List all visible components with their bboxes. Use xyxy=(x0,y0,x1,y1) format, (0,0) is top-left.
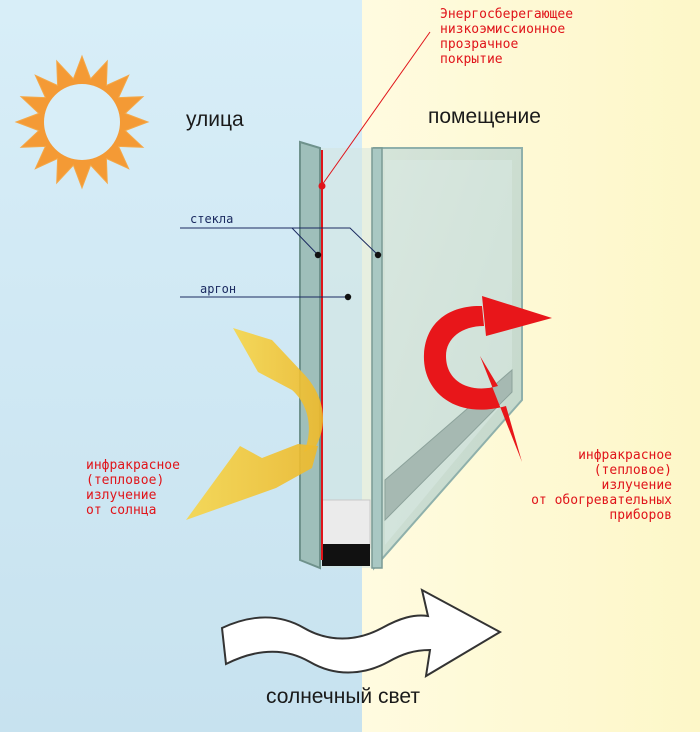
street-label: улица xyxy=(186,108,244,131)
coating-dot xyxy=(318,182,326,190)
solar-ir-arrow xyxy=(186,328,324,520)
room-label: помещение xyxy=(428,105,541,128)
glass-dot-inner xyxy=(374,251,382,259)
coating-label: Энергосберегающее низкоэмиссионное прозр… xyxy=(440,7,574,67)
solar-ir-reflected xyxy=(186,444,318,520)
desiccant-spacer xyxy=(321,499,371,549)
sun-icon xyxy=(14,54,150,190)
outer-glass-pane xyxy=(299,140,321,570)
solar-ir-incoming xyxy=(233,328,324,452)
glass-dot-outer xyxy=(314,251,322,259)
heater-ir-arrow xyxy=(423,296,552,462)
argon-label: аргон xyxy=(200,282,237,296)
sunlight-label: солнечный свет xyxy=(266,685,421,708)
inner-pane-reflection xyxy=(385,160,512,545)
sealant xyxy=(322,544,370,566)
coating-leader-line xyxy=(321,31,431,186)
wavy-arrow-icon xyxy=(220,588,503,678)
inner-glass-edge xyxy=(371,147,383,569)
glass-label: стекла xyxy=(190,212,234,226)
leader-dots xyxy=(314,182,382,301)
argon-gap xyxy=(318,148,378,568)
ir-heaters-label: инфракрасное (тепловое) излучение от обо… xyxy=(531,448,672,523)
ir-sun-label: инфракрасное (тепловое) излучение от сол… xyxy=(86,458,180,518)
argon-dot xyxy=(344,293,352,301)
heater-ir-shape xyxy=(423,296,552,462)
glass-leader-line-inner xyxy=(292,227,379,256)
leader-lines xyxy=(180,31,431,298)
